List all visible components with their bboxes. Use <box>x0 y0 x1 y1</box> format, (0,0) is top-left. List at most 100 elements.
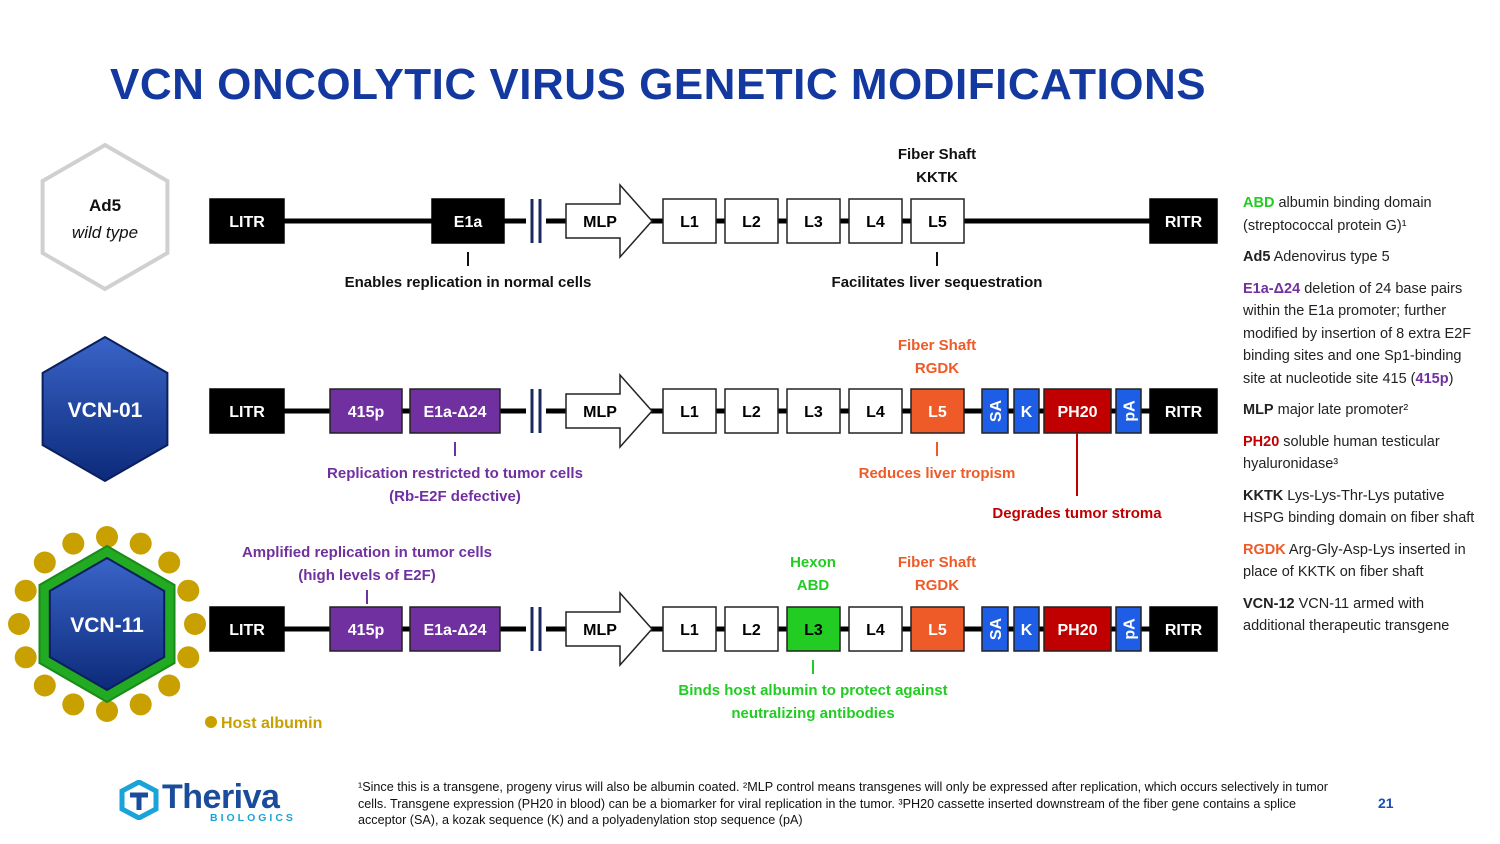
legend-term: 415p <box>1415 370 1449 387</box>
albumin-dot <box>158 551 181 574</box>
page-title: VCN ONCOLYTIC VIRUS GENETIC MODIFICATION… <box>110 60 1207 109</box>
legend-definition: ) <box>1448 370 1454 387</box>
albumin-dot <box>8 613 30 635</box>
gene-label-ritr: RITR <box>1165 214 1203 231</box>
vcn11-badge-name: VCN-11 <box>70 614 144 637</box>
legend-term: VCN-12 <box>1243 595 1295 612</box>
vcn01-l5-note: Reduces liver tropism <box>859 465 1016 482</box>
legend-term: Ad5 <box>1243 249 1271 265</box>
gene-box-pa <box>1115 388 1142 434</box>
legend-term: KKTK <box>1243 487 1284 504</box>
gene-box-k <box>1013 606 1040 652</box>
ad5-l5-note: Facilitates liver sequestration <box>832 274 1043 291</box>
gene-label-mlp: MLP <box>583 404 617 421</box>
gene-box-ph20 <box>1043 606 1112 652</box>
gene-label-ritr: RITR <box>1165 404 1203 421</box>
ad5-e1a-note: Enables replication in normal cells <box>345 274 592 291</box>
gene-label-l4: L4 <box>866 404 885 421</box>
gene-label-l4: L4 <box>866 214 885 231</box>
gene-label-pa: pA <box>1122 618 1139 640</box>
albumin-dot <box>33 674 56 697</box>
gene-label-l1: L1 <box>680 214 699 231</box>
albumin-dot <box>129 693 152 716</box>
logo-subtitle: BIOLOGICS <box>210 812 296 824</box>
gene-label-l5: L5 <box>928 404 947 421</box>
gene-label-mlp: MLP <box>583 214 617 231</box>
gene-label-pa: pA <box>1122 400 1139 422</box>
gene-label-mlp: MLP <box>583 622 617 639</box>
logo-wordmark: Theriva <box>162 778 280 816</box>
gene-label-k: K <box>1021 404 1033 421</box>
gene-label-l3: L3 <box>804 214 823 231</box>
albumin-dot <box>14 646 37 669</box>
gene-box-pa <box>1115 606 1142 652</box>
albumin-dot <box>14 579 37 602</box>
page-number: 21 <box>1378 795 1394 811</box>
legend-definition: albumin binding domain (streptococcal pr… <box>1243 195 1432 234</box>
gene-box-l4 <box>848 198 903 244</box>
vcn11-badge-hexagon <box>48 556 166 692</box>
legend-definition: deletion of 24 base pairs within the E1a… <box>1243 280 1472 387</box>
theriva-logo: Theriva BIOLOGICS <box>118 778 308 828</box>
gene-box-l3 <box>786 198 841 244</box>
legend-item: ABD albumin binding domain (streptococca… <box>1243 192 1488 237</box>
albumin-dot <box>177 646 200 669</box>
vcn11-rgdk-label: RGDK <box>915 577 959 594</box>
vcn11-fiber-shaft-label: Fiber Shaft <box>898 554 976 571</box>
albumin-dot <box>129 532 152 555</box>
gene-box-ph20 <box>1043 388 1112 434</box>
gene-box-ritr <box>1149 388 1218 434</box>
gene-label-k: K <box>1021 622 1033 639</box>
gene-label-litr: LITR <box>229 404 265 421</box>
gene-box-l1 <box>662 388 717 434</box>
legend-term: PH20 <box>1243 433 1280 450</box>
gene-label-ph20: PH20 <box>1057 622 1097 639</box>
gene-label-sa: SA <box>988 617 1005 640</box>
gene-label-l5: L5 <box>928 622 947 639</box>
gene-box-litr <box>209 198 285 244</box>
ad5-fiber-shaft-label: Fiber Shaft <box>898 146 976 163</box>
theriva-logo-icon <box>119 780 159 820</box>
albumin-dot <box>96 700 118 722</box>
gene-label-415p: 415p <box>348 622 385 639</box>
break-gap <box>526 199 546 243</box>
legend-item: E1a-Δ24 deletion of 24 base pairs within… <box>1243 278 1488 391</box>
ad5-badge-name: Ad5 <box>89 196 121 215</box>
break-gap <box>526 389 546 433</box>
legend-item: VCN-12 VCN-11 armed with additional ther… <box>1243 593 1488 638</box>
gene-box-ritr <box>1149 198 1218 244</box>
legend-definition: Lys-Lys-Thr-Lys putative HSPG binding do… <box>1243 487 1475 527</box>
gene-box-l5 <box>910 606 965 652</box>
gene-box-l5 <box>910 388 965 434</box>
gene-box-sa <box>981 388 1009 434</box>
legend-term: RGDK <box>1243 541 1286 558</box>
mlp-promoter-arrow <box>565 591 654 667</box>
gene-box-litr <box>209 606 285 652</box>
albumin-dot <box>62 532 85 555</box>
host-albumin-label: Host albumin <box>221 715 322 732</box>
host-albumin-legend-dot <box>205 716 217 728</box>
albumin-dot <box>177 579 200 602</box>
vcn01-badge-name: VCN-01 <box>68 399 143 422</box>
gene-box-sa <box>981 606 1009 652</box>
gene-box-l1 <box>662 606 717 652</box>
vcn11-l3-note-line1: Binds host albumin to protect against <box>678 682 947 699</box>
gene-box-k <box>1013 388 1040 434</box>
gene-label-l4: L4 <box>866 622 885 639</box>
gene-label-415p: 415p <box>348 404 385 421</box>
gene-box-l3 <box>786 606 841 652</box>
gene-box-l2 <box>724 606 779 652</box>
legend-term: E1a-Δ24 <box>1243 280 1301 297</box>
legend-term: ABD <box>1243 195 1275 211</box>
gene-label-e1a-24: E1a-Δ24 <box>423 404 486 421</box>
ad5-badge-hexagon <box>40 142 170 292</box>
gene-label-e1a-24: E1a-Δ24 <box>423 622 486 639</box>
gene-box-ritr <box>1149 606 1218 652</box>
gene-label-l2: L2 <box>742 214 761 231</box>
gene-box-e1a-24 <box>409 388 501 434</box>
vcn01-e1a-note-line2: (Rb-E2F defective) <box>389 488 521 505</box>
legend-definition: Adenovirus type 5 <box>1270 249 1390 265</box>
vcn11-abd-label: ABD <box>797 577 830 594</box>
